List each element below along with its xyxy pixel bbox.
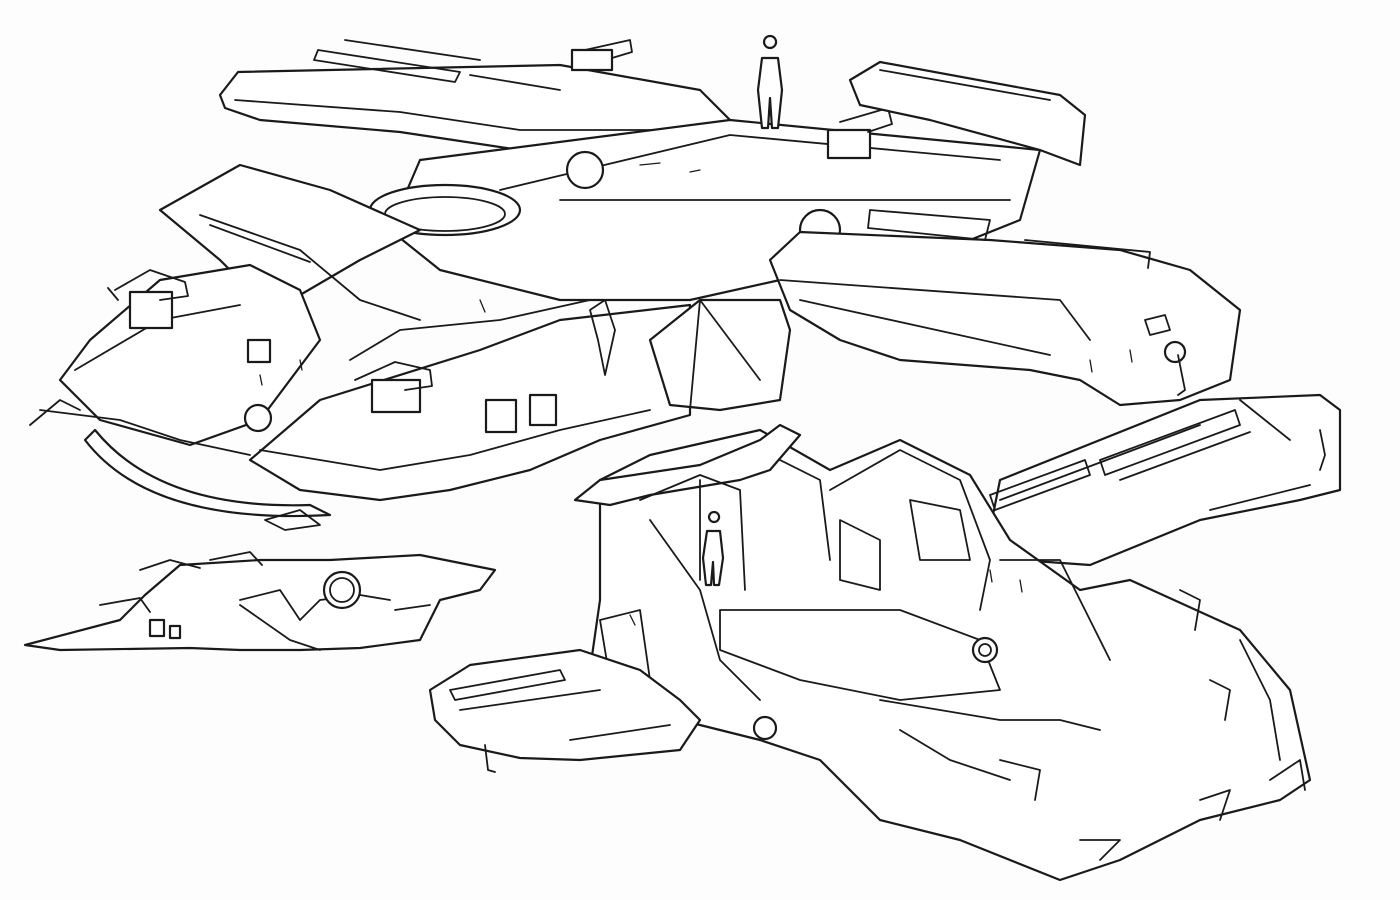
underside-left-arm: [428, 648, 702, 773]
underside-view-ship: [428, 393, 1342, 882]
side-view-ship: [23, 551, 497, 652]
forward-left-wing: [58, 163, 422, 447]
human-silhouette-icon: [756, 34, 784, 130]
underside-right-arm: [988, 393, 1342, 567]
right-pod: [768, 209, 1242, 407]
front-hull: [29, 299, 692, 531]
detail-lines: [259, 162, 1133, 626]
rear-left-wing: [218, 39, 742, 152]
nose-wedge: [648, 298, 792, 412]
rear-right-wing: [848, 60, 1087, 167]
human-silhouette-icon-hangar: [701, 510, 725, 587]
hangar-canopy: [573, 423, 802, 591]
top-view-ship: [29, 34, 1242, 531]
